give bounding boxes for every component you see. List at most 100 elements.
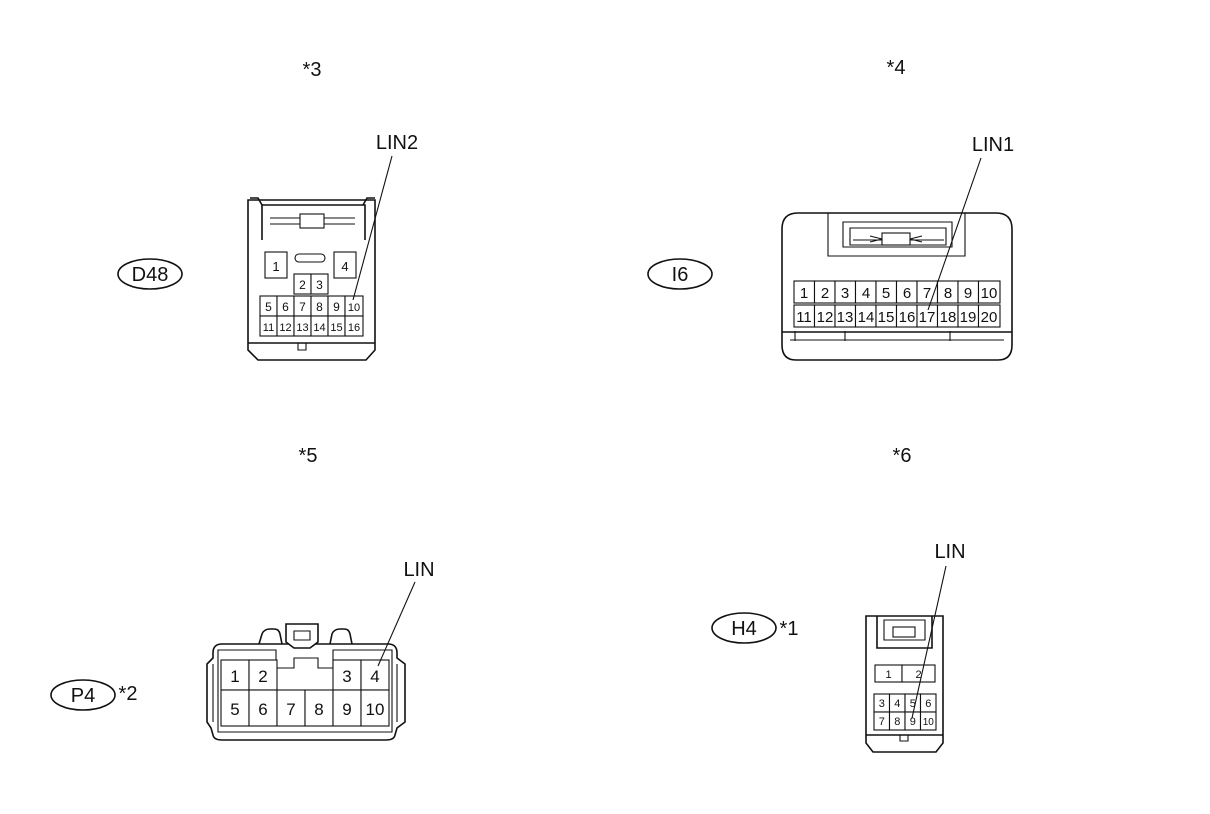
body-side-lines xyxy=(212,664,398,722)
pin-label: 10 xyxy=(923,717,935,728)
pin-label: 16 xyxy=(348,322,360,334)
pin-cavity xyxy=(220,659,250,691)
pin-label: 11 xyxy=(263,322,274,334)
connector-i6: *4 I6 1 2 3 4 5 6 7 8 xyxy=(647,57,1014,361)
pin-label: 18 xyxy=(940,309,957,326)
pin-label: 6 xyxy=(258,700,267,719)
latch-ears xyxy=(250,197,375,206)
pin-label: 2 xyxy=(258,667,267,686)
latch-ear-right xyxy=(329,628,353,645)
pin-row-mid-d48: 2 3 xyxy=(293,273,329,295)
pin-cavity xyxy=(264,251,288,279)
body-notch xyxy=(297,343,307,351)
signal-label-p4: LIN xyxy=(403,559,434,581)
latch-frame xyxy=(876,616,933,649)
connector-d48: *3 D48 1 4 2 3 5 6 7 xyxy=(117,59,418,361)
connector-id-d48: D48 xyxy=(132,264,169,286)
pin-label: 5 xyxy=(230,700,239,719)
pin-label: 5 xyxy=(265,300,272,314)
pin-label: 20 xyxy=(981,309,998,326)
pin-cavity xyxy=(919,711,937,731)
pin-label: 14 xyxy=(313,322,325,334)
latch-lock-inner xyxy=(293,630,311,641)
latch-arrows xyxy=(869,235,923,243)
latch-lock xyxy=(299,213,325,229)
pin-label: 1 xyxy=(800,285,808,302)
pin-cavity xyxy=(977,304,1001,328)
callout-leader-i6 xyxy=(927,157,982,311)
pin-label: 13 xyxy=(837,309,854,326)
pin-label: 1 xyxy=(885,669,891,681)
pin-label: 12 xyxy=(817,309,834,326)
pin-label: 10 xyxy=(366,700,385,719)
pin-label: 15 xyxy=(878,309,895,326)
connector-id-oval-p4 xyxy=(50,679,116,711)
pin-cavity xyxy=(248,689,278,727)
view-label-h4: *6 xyxy=(893,445,912,467)
pin-row-1-p4: 1 2 3 4 xyxy=(220,659,390,691)
pin-label: 12 xyxy=(279,322,291,334)
latch-lock xyxy=(881,232,911,246)
pin-row-2-d48: 11 12 13 14 15 16 xyxy=(259,315,364,337)
pin-label: 9 xyxy=(333,300,340,314)
connector-p4: *5 P4 *2 1 2 3 4 5 6 7 8 xyxy=(50,445,435,741)
pin-label: 8 xyxy=(944,285,952,302)
signal-label-i6: LIN1 xyxy=(972,134,1014,156)
callout-leader-p4 xyxy=(377,581,416,667)
connector-id-h4: H4 xyxy=(731,618,757,640)
latch-lock xyxy=(892,626,916,638)
pin-label: 2 xyxy=(299,278,306,292)
pin-label: 7 xyxy=(286,700,295,719)
pin-row-2-i6: 11 12 13 14 15 16 17 18 19 20 xyxy=(793,304,1001,328)
pin-cavity xyxy=(344,315,364,337)
connector-id-oval-d48 xyxy=(117,258,183,290)
pin-row-1-i6: 1 2 3 4 5 6 7 8 9 10 xyxy=(793,280,1001,304)
pin-label: 13 xyxy=(296,322,308,334)
pin-label: 5 xyxy=(882,285,890,302)
view-label-p4: *5 xyxy=(299,445,318,467)
pin-label: 15 xyxy=(330,322,342,334)
connector-note-h4: *1 xyxy=(780,618,799,640)
pin-cavity xyxy=(901,664,936,683)
pin-cavity xyxy=(333,251,357,279)
pin-label: 10 xyxy=(981,285,998,302)
connector-id-i6: I6 xyxy=(672,264,689,286)
pin-label: 7 xyxy=(879,716,885,728)
connector-id-p4: P4 xyxy=(71,685,95,707)
pin-label: 6 xyxy=(925,698,931,710)
connector-id-oval-h4 xyxy=(711,612,777,644)
pin-label: 3 xyxy=(841,285,849,302)
pin-cavity xyxy=(248,659,278,691)
pin-label: 8 xyxy=(314,700,323,719)
pin-row-1-h4: 3 4 5 6 xyxy=(873,693,937,713)
body-notch xyxy=(899,735,909,742)
pin-label: 7 xyxy=(299,300,306,314)
pin-cavity xyxy=(310,273,329,295)
latch-frame xyxy=(827,213,966,257)
latch-inner xyxy=(849,227,947,246)
body-ribs xyxy=(794,331,951,341)
latch-ear-left xyxy=(258,628,283,645)
key-slot xyxy=(294,253,326,263)
connector-note-p4: *2 xyxy=(119,683,138,705)
latch-frame xyxy=(261,204,366,240)
pin-label: 4 xyxy=(370,667,379,686)
pin-label: 8 xyxy=(894,716,900,728)
pin-cavity xyxy=(332,689,362,727)
pin-cavity xyxy=(220,689,250,727)
pin-label: 14 xyxy=(858,309,875,326)
pin-label: 10 xyxy=(348,302,360,314)
pin-label: 8 xyxy=(316,300,323,314)
pin-cavity xyxy=(276,689,306,727)
signal-label-h4: LIN xyxy=(934,541,965,563)
pin-label: 3 xyxy=(879,698,885,710)
pin-label: 4 xyxy=(862,285,870,302)
connector-id-oval-i6 xyxy=(647,258,713,290)
pin-row-2-p4: 5 6 7 8 9 10 xyxy=(220,689,390,727)
pin-label: 6 xyxy=(282,300,289,314)
pin-label: 4 xyxy=(894,698,900,710)
pin-label: 16 xyxy=(899,309,916,326)
latch-housing xyxy=(883,619,926,641)
pin-label: 7 xyxy=(923,285,931,302)
pin-label: 9 xyxy=(964,285,972,302)
